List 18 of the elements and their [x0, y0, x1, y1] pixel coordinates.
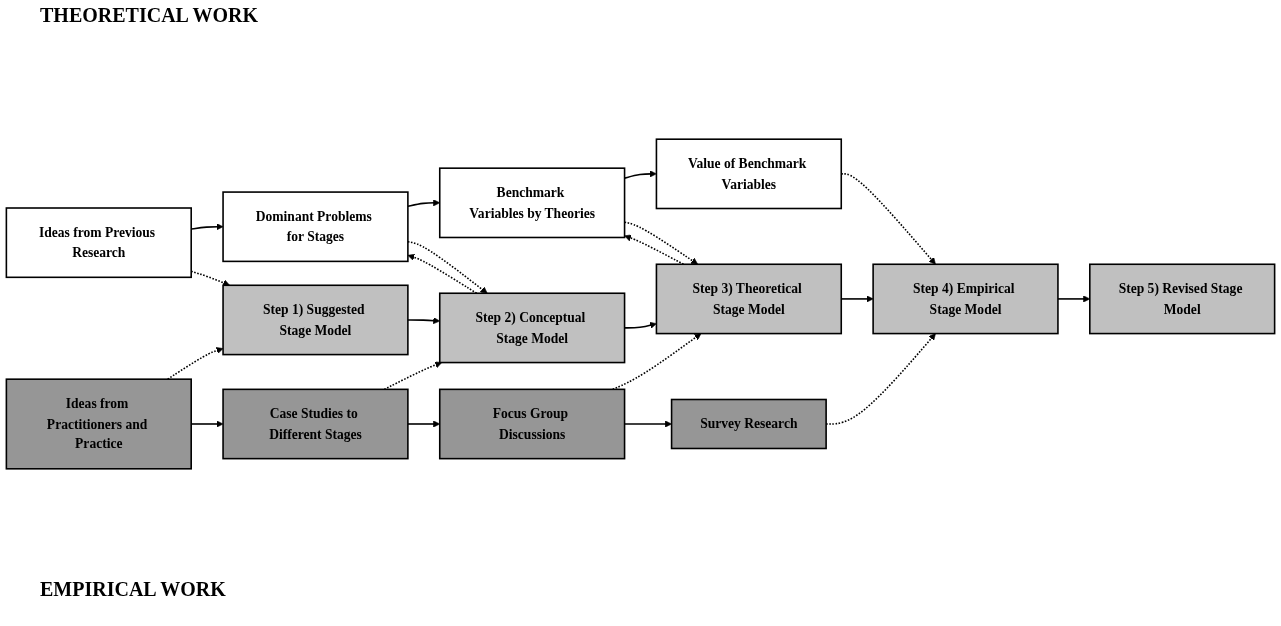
- node-box: Step 2) Conceptual Stage Model: [438, 292, 626, 364]
- section-heading: THEORETICAL WORK: [39, 3, 260, 28]
- node-box: Step 1) Suggested Stage Model: [222, 284, 409, 356]
- node-box: Step 5) Revised Stage Model: [1089, 263, 1276, 335]
- node-box: Ideas from Previous Research: [5, 207, 192, 279]
- arrow: [383, 361, 443, 391]
- node-box: Value of Benchmark Variables: [655, 138, 843, 210]
- node-box: Step 3) Theoretical Stage Model: [655, 263, 843, 335]
- arrow: [623, 221, 698, 265]
- node-box: Benchmark Variables by Theories: [438, 167, 626, 239]
- node-box: Case Studies to Different Stages: [222, 388, 409, 460]
- node-box: Dominant Problems for Stages: [222, 191, 409, 263]
- node-box: Ideas from Practitioners and Practice: [5, 378, 192, 470]
- arrow: [407, 240, 488, 294]
- section-heading: EMPIRICAL WORK: [39, 577, 227, 602]
- node-box: Focus Group Discussions: [438, 388, 626, 460]
- node-box: Survey Research: [670, 398, 827, 450]
- node-box: Step 4) Empirical Stage Model: [872, 263, 1059, 335]
